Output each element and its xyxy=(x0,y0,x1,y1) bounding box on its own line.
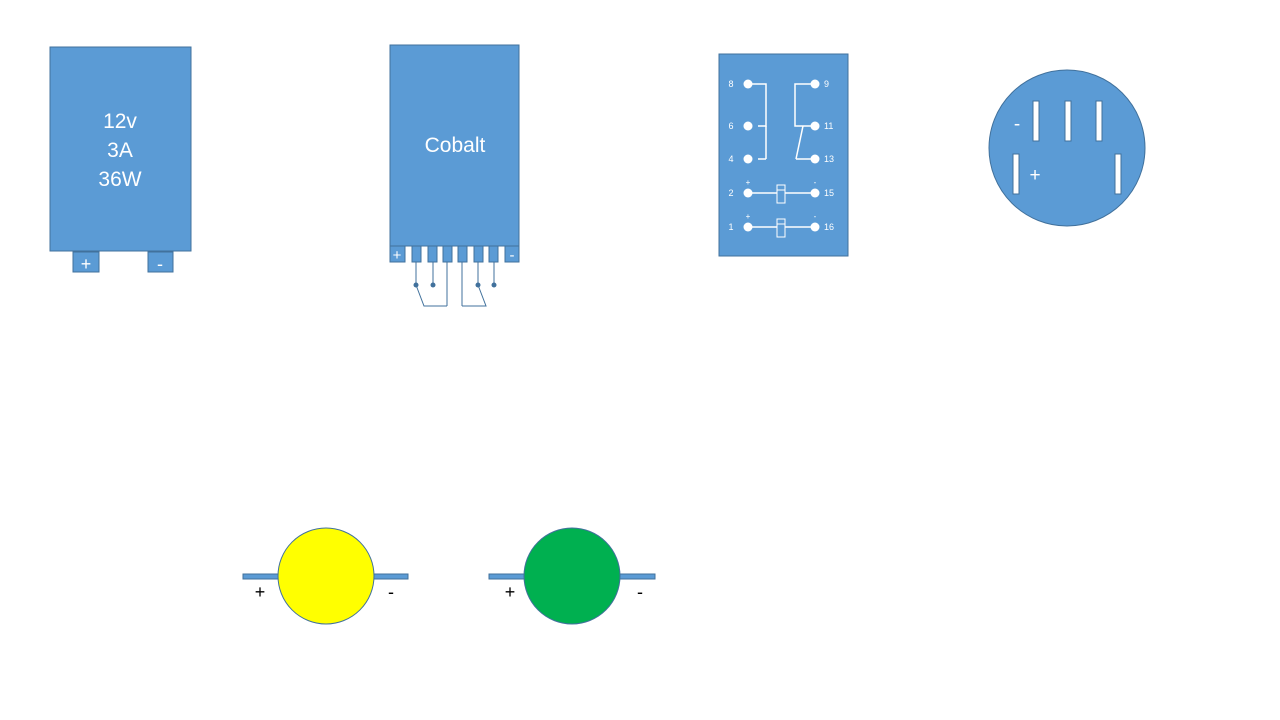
power-supply-wattage: 36W xyxy=(98,168,141,191)
socket-slots xyxy=(1012,100,1122,195)
cobalt-pin-5 xyxy=(473,245,484,263)
cobalt-plus-terminal xyxy=(389,245,406,263)
cobalt-minus-label: - xyxy=(510,247,515,264)
relay-pin-1: 1 xyxy=(728,222,733,232)
led-green-body xyxy=(523,527,621,625)
socket-plus-label: + xyxy=(1029,165,1040,186)
relay-coil-bottom-minus: - xyxy=(814,212,817,221)
relay-pin-2: 2 xyxy=(728,188,733,198)
cobalt-minus-terminal xyxy=(504,245,520,263)
relay-pin-8: 8 xyxy=(728,79,733,89)
led-yellow-plus-label: + xyxy=(255,582,266,602)
relay: 8 9 6 11 4 13 2 15 1 16 + - + - xyxy=(718,53,849,257)
relay-coil-top-plus: + xyxy=(746,178,751,187)
led-green-minus-label: - xyxy=(637,582,643,602)
relay-pin-4: 4 xyxy=(728,154,733,164)
cobalt-pin-2 xyxy=(427,245,438,263)
relay-pin-dots xyxy=(743,79,820,232)
round-socket: - + xyxy=(988,69,1146,227)
power-supply-plus-label: + xyxy=(81,254,92,274)
cobalt-pin-3 xyxy=(442,245,453,263)
relay-pin-13: 13 xyxy=(824,154,834,164)
cobalt-pin-1 xyxy=(411,245,422,263)
relay-pin-11: 11 xyxy=(824,121,833,131)
led-yellow-minus-label: - xyxy=(388,582,394,602)
power-supply-plus-terminal xyxy=(72,251,100,273)
socket-minus-label: - xyxy=(1014,114,1020,135)
cobalt-body xyxy=(389,44,520,247)
power-supply-current: 3A xyxy=(107,139,133,162)
power-supply-minus-label: - xyxy=(157,254,163,274)
led-green: + - xyxy=(488,527,656,625)
relay-coil-top-minus: - xyxy=(814,178,817,187)
relay-coil-bottom xyxy=(776,218,786,238)
relay-coil-bottom-plus: + xyxy=(746,212,751,221)
relay-pin-15: 15 xyxy=(824,188,834,198)
cobalt-label: Cobalt xyxy=(425,134,486,157)
power-supply-minus-terminal xyxy=(147,251,174,273)
cobalt-switch-contacts xyxy=(413,282,497,288)
power-supply: 12v 3A 36W + - xyxy=(49,46,192,274)
cobalt-module: Cobalt + - xyxy=(389,44,520,307)
led-yellow: + - xyxy=(242,527,409,625)
led-green-plus-label: + xyxy=(505,582,516,602)
relay-pin-16: 16 xyxy=(824,222,834,232)
relay-pin-6: 6 xyxy=(728,121,733,131)
cobalt-pin-6 xyxy=(488,245,499,263)
relay-coil-top xyxy=(776,184,786,204)
power-supply-body xyxy=(49,46,192,252)
cobalt-pin-4 xyxy=(457,245,468,263)
cobalt-switch-wires xyxy=(415,262,495,307)
relay-pin-9: 9 xyxy=(824,79,829,89)
cobalt-plus-label: + xyxy=(393,247,402,264)
socket-body xyxy=(988,69,1146,227)
power-supply-voltage: 12v xyxy=(103,110,137,133)
led-yellow-body xyxy=(277,527,375,625)
